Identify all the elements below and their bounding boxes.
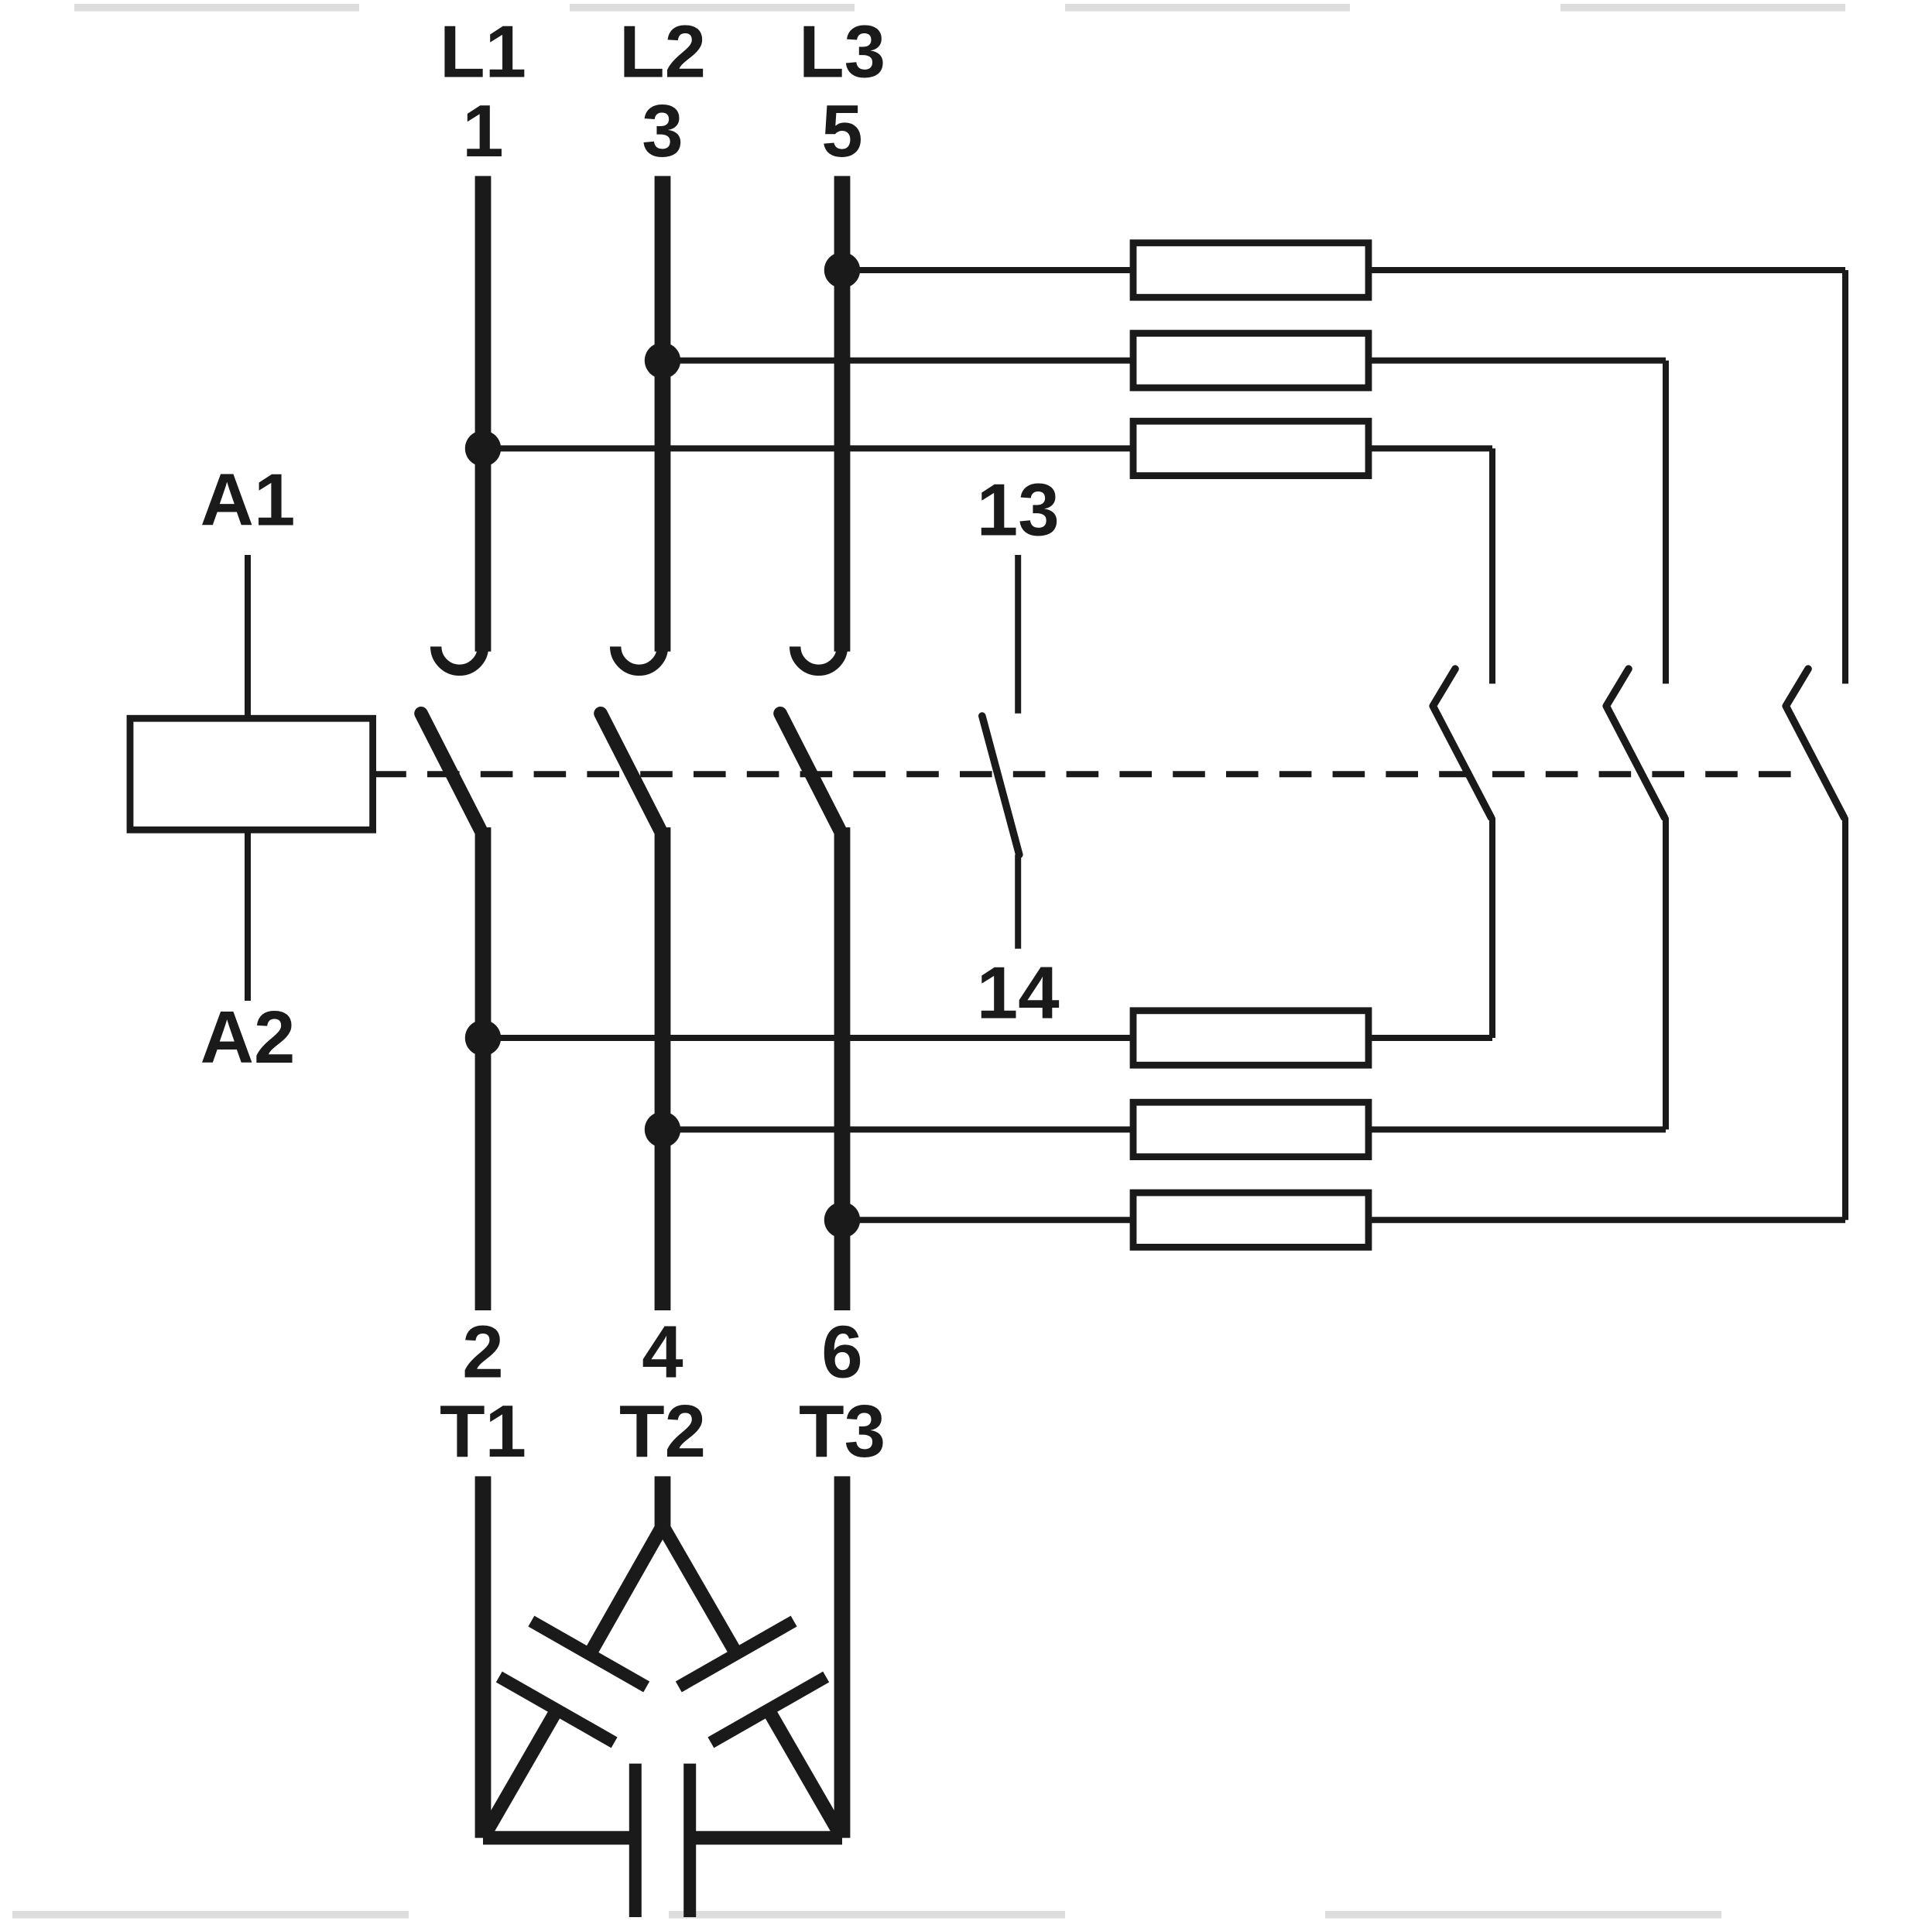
label-terminal-5: 5 — [821, 90, 862, 173]
label-terminal-1: 1 — [462, 90, 503, 173]
label-aux-13: 13 — [977, 468, 1060, 551]
resistor-bank-bottom — [483, 817, 1848, 1251]
capacitor1-plate-a — [528, 1615, 650, 1693]
label-load-t1: T1 — [440, 1390, 526, 1473]
resistor-5 — [1129, 1098, 1372, 1160]
label-line-l3: L3 — [799, 10, 886, 93]
pole3-fixed-contact-hook — [790, 645, 848, 676]
resistor-4 — [1129, 1007, 1372, 1069]
label-coil-a2: A2 — [200, 996, 296, 1079]
main-pole-l3-t3 — [773, 176, 851, 1311]
pole2-contact-blade — [594, 707, 667, 837]
label-aux-14: 14 — [977, 951, 1060, 1034]
label-load-t3: T3 — [799, 1390, 886, 1473]
early-make-contacts — [1429, 665, 1848, 821]
pole3-contact-blade — [773, 707, 847, 837]
label-line-l2: L2 — [619, 10, 706, 93]
label-terminal-3: 3 — [642, 90, 683, 173]
capbank-right-branch-lower — [762, 1705, 848, 1841]
pole1-fixed-contact-hook — [430, 645, 489, 676]
pole1-contact-blade — [414, 707, 488, 837]
terminal-labels: L1 1 L2 3 L3 5 A1 A2 13 14 2 T1 4 T2 6 T… — [200, 10, 1060, 1472]
label-terminal-6: 6 — [821, 1310, 862, 1393]
resistor-3 — [1129, 417, 1372, 480]
coil-assembly — [126, 555, 1799, 1002]
pole2-fixed-contact-hook — [610, 645, 669, 676]
resistor-bank-top — [483, 239, 1848, 684]
early-make-contact3-blade — [1782, 665, 1848, 821]
label-coil-a1: A1 — [200, 459, 296, 542]
aux-contact-blade — [978, 712, 1023, 858]
capacitor2-plate-a — [675, 1615, 797, 1693]
capbank-left-branch-upper — [583, 1522, 669, 1659]
label-terminal-4: 4 — [642, 1310, 683, 1393]
resistor-2 — [1129, 330, 1372, 392]
early-make-contact2-blade — [1602, 665, 1669, 821]
main-pole-l1-t1 — [414, 176, 492, 1311]
early-make-contact1-blade — [1429, 665, 1495, 821]
main-pole-l2-t2 — [594, 176, 671, 1311]
resistor-1 — [1129, 239, 1372, 301]
label-terminal-2: 2 — [462, 1310, 503, 1393]
label-line-l1: L1 — [440, 10, 526, 93]
aux-contact-13-14 — [978, 555, 1023, 949]
capbank-right-branch-upper — [656, 1522, 743, 1659]
delta-capacitor-bank — [474, 1476, 851, 1917]
capbank-left-branch-lower — [477, 1705, 564, 1841]
resistor-6 — [1129, 1189, 1372, 1251]
label-load-t2: T2 — [619, 1390, 706, 1473]
coil-box — [126, 714, 376, 834]
